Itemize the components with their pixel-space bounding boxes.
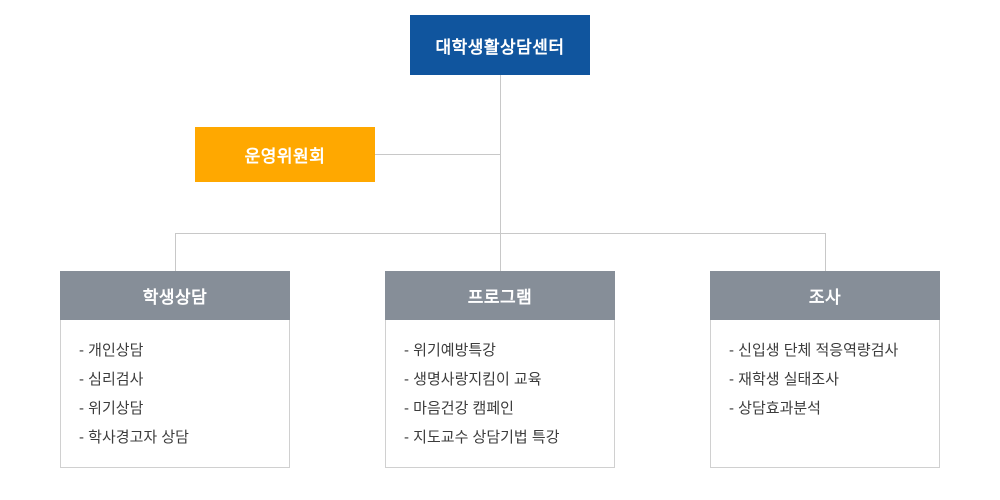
dept-item: - 개인상담 [79,342,144,359]
dept-items-survey: - 신입생 단체 적응역량검사 - 재학생 실태조사 - 상담효과분석 [711,272,939,423]
dept-item: - 마음건강 캠페인 [404,400,514,417]
dept-box-student-counseling: 학생상담 - 개인상담 - 심리검사 - 위기상담 - 학사경고자 상담 [60,271,290,468]
connector-stub-right [825,233,826,271]
connector-committee-branch [375,154,500,155]
dept-item: - 재학생 실태조사 [729,371,839,388]
connector-root-vertical [500,75,501,271]
dept-item: - 학사경고자 상담 [79,429,189,446]
dept-box-survey: 조사 - 신입생 단체 적응역량검사 - 재학생 실태조사 - 상담효과분석 [710,271,940,468]
root-node-counseling-center: 대학생활상담센터 [410,15,590,75]
connector-stub-left [175,233,176,271]
dept-header-program: 프로그램 [385,271,615,320]
dept-header-student-counseling: 학생상담 [60,271,290,320]
dept-item: - 위기예방특강 [404,342,496,359]
dept-item: - 지도교수 상담기법 특강 [404,429,560,446]
dept-box-program: 프로그램 - 위기예방특강 - 생명사랑지킴이 교육 - 마음건강 캠페인 - 지도교… [385,271,615,468]
dept-item: - 심리검사 [79,371,144,388]
dept-item: - 신입생 단체 적응역량검사 [729,342,899,359]
dept-header-survey: 조사 [710,271,940,320]
dept-items-program: - 위기예방특강 - 생명사랑지킴이 교육 - 마음건강 캠페인 - 지도교수 상담기… [386,272,614,452]
dept-items-student-counseling: - 개인상담 - 심리검사 - 위기상담 - 학사경고자 상담 [61,272,289,452]
dept-item: - 상담효과분석 [729,400,821,417]
dept-item: - 생명사랑지킴이 교육 [404,371,542,388]
connector-main-horizontal [175,233,826,234]
dept-item: - 위기상담 [79,400,144,417]
committee-node: 운영위원회 [195,127,375,182]
